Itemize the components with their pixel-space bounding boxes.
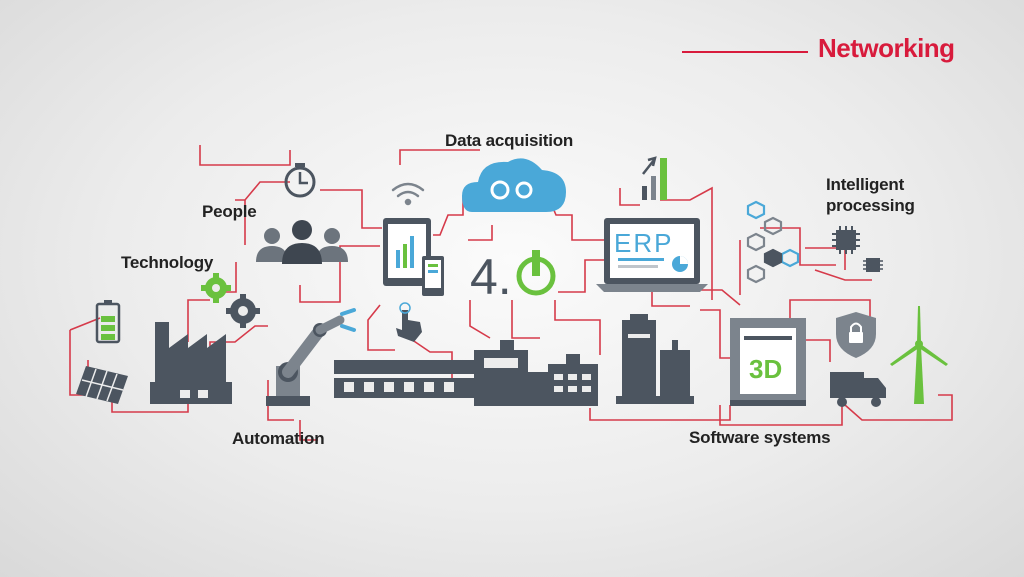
- tablet-chart-icon: [383, 218, 444, 296]
- people-icon: [256, 220, 348, 264]
- growth-chart-icon: [642, 156, 667, 200]
- label-people: People: [202, 202, 257, 221]
- stopwatch-icon: [284, 163, 316, 198]
- factory-icon: [150, 322, 232, 404]
- industry-4-text: 4.: [470, 249, 512, 305]
- gears-icon: [201, 273, 260, 328]
- touch-hand-icon: [396, 302, 422, 342]
- wifi-icon: [391, 182, 425, 206]
- hexagon-network-icon: [746, 200, 800, 284]
- solar-panel-icon: [76, 366, 128, 404]
- conveyor-icon: [334, 340, 548, 406]
- label-software-systems: Software systems: [689, 428, 831, 447]
- label-data-acquisition: Data acquisition: [445, 131, 574, 150]
- wind-turbine-icon: [890, 306, 948, 404]
- label-automation: Automation: [232, 429, 325, 448]
- cloud-gears-icon: [462, 158, 566, 212]
- shield-lock-icon: [836, 312, 876, 358]
- laptop-erp-icon: ERP: [596, 218, 708, 292]
- warehouse-icon: [548, 354, 598, 406]
- brand-title: Networking: [818, 33, 955, 63]
- label-intelligent-processing: Intelligent processing: [826, 175, 915, 216]
- robot-arm-icon: [266, 308, 356, 406]
- printer-3d-text: 3D: [749, 354, 782, 384]
- truck-icon: [830, 372, 886, 407]
- label-technology: Technology: [121, 253, 214, 272]
- battery-icon: [95, 300, 121, 344]
- silo-icon: [616, 314, 694, 404]
- chip-icon: [832, 226, 883, 272]
- brand-rule: [682, 51, 808, 53]
- printer-3d-icon: 3D: [730, 318, 806, 406]
- power-icon: 4.: [470, 249, 556, 305]
- erp-text: ERP: [614, 228, 673, 258]
